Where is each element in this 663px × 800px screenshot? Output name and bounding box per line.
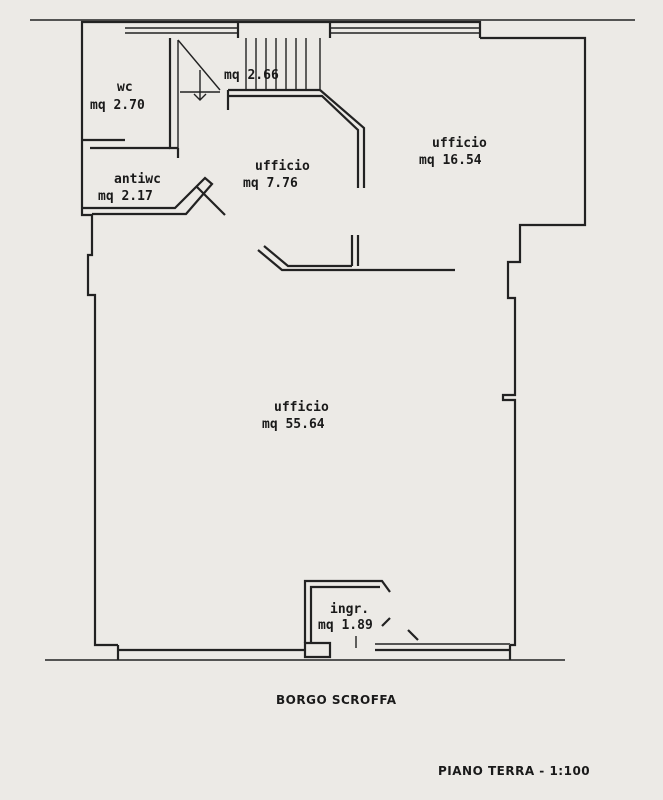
room-office-small-label: ufficio mq 7.76: [243, 159, 310, 191]
room-area: mq 2.66: [224, 68, 279, 83]
room-area: mq 55.64: [262, 417, 325, 432]
floor-scale-caption: PIANO TERRA - 1:100: [438, 764, 591, 778]
room-area: mq 2.17: [98, 189, 153, 204]
room-stair-label: mq 2.66: [224, 68, 279, 83]
top-wall: [80, 20, 482, 38]
room-area: mq 16.54: [419, 153, 482, 168]
room-wc-label: wc mq 2.70: [90, 80, 145, 113]
room-entrance-label: ingr. mq 1.89: [318, 602, 373, 633]
room-area: mq 7.76: [243, 176, 298, 191]
room-antiwc-label: antiwc mq 2.17: [98, 172, 161, 204]
room-name: antiwc: [114, 172, 161, 187]
outer-walls: [80, 35, 587, 660]
room-name: ufficio: [255, 159, 310, 174]
room-office-main-label: ufficio mq 55.64: [262, 400, 329, 432]
inner-walls: [82, 89, 455, 272]
room-name: ingr.: [330, 602, 369, 617]
room-area: mq 1.89: [318, 618, 373, 633]
room-name: ufficio: [274, 400, 329, 415]
room-name: wc: [117, 80, 133, 95]
entrance-vestibule: [303, 579, 419, 648]
room-area: mq 2.70: [90, 98, 145, 113]
street-name: BORGO SCROFFA: [276, 693, 397, 707]
staircase: [168, 38, 321, 150]
room-name: ufficio: [432, 136, 487, 151]
room-office-right-label: ufficio mq 16.54: [419, 136, 487, 168]
